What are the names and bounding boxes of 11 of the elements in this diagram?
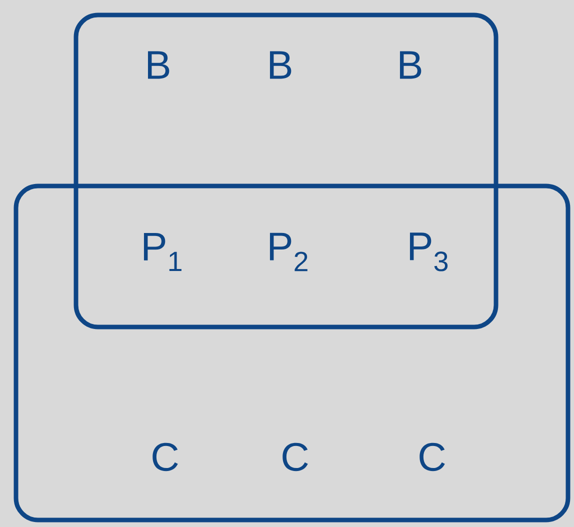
letter-label: B	[270, 51, 292, 79]
outline-box	[14, 184, 570, 522]
outline-box	[74, 12, 498, 330]
letter-label: P$_{2}$	[270, 232, 308, 272]
letter-label: B	[400, 51, 422, 79]
letter-label: B	[148, 51, 170, 79]
letter-label: C	[282, 442, 308, 472]
letter-label: C	[152, 442, 178, 472]
letter-label: P$_{3}$	[410, 232, 448, 272]
letter-label: P$_{1}$	[144, 232, 182, 272]
letter-label: C	[420, 442, 445, 472]
